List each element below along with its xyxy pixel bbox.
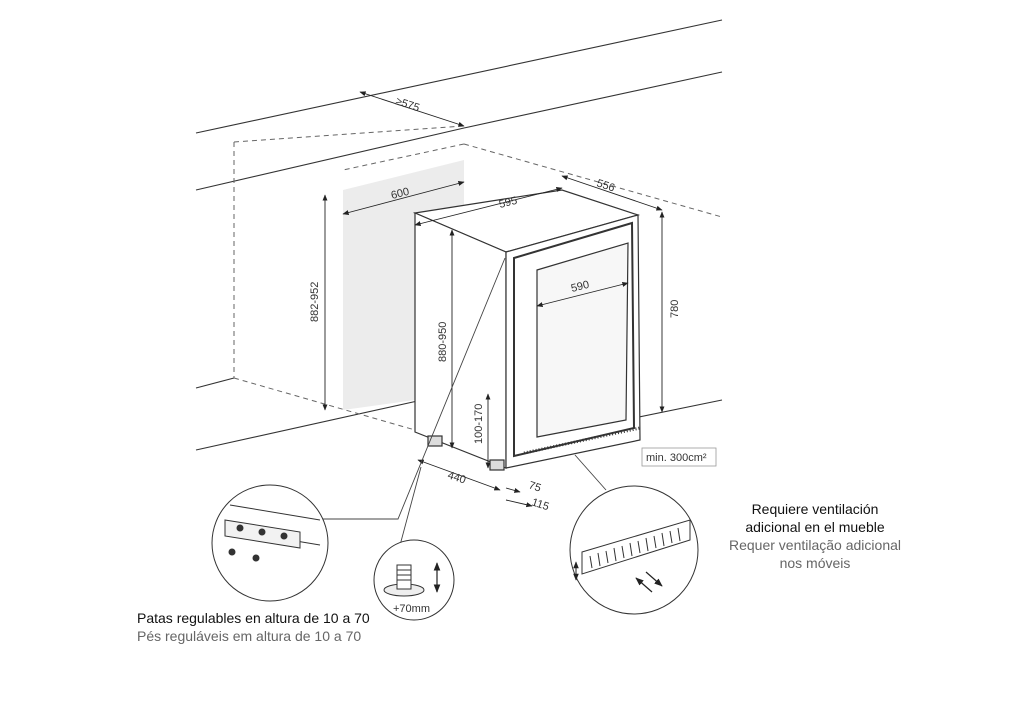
dim-plinth-height: 100-170 (473, 404, 485, 444)
dim-unit-depth: 556 (595, 177, 616, 194)
dim-niche-height: 882-952 (309, 282, 321, 322)
dim-glass-width: 590 (570, 279, 591, 295)
ventilation-callout: min. 300cm² (646, 452, 707, 464)
leg-extension-label: +70mm (393, 603, 430, 615)
ventilation-note: Requiere ventilación adicional en el mue… (720, 500, 910, 572)
dim-bottom-75: 75 (527, 479, 542, 494)
detail-ventilation-grille (569, 485, 699, 615)
dimension-lines (322, 91, 665, 508)
dim-plinth-depth: 440 (446, 469, 467, 486)
dim-unit-height: 780 (669, 300, 681, 318)
ventilation-note-es-line2: adicional en el mueble (745, 519, 885, 535)
niche-outline (233, 125, 723, 433)
legs-note-es: Patas regulables en altura de 10 a 70 (137, 610, 370, 626)
dim-unit-width: 595 (498, 195, 519, 211)
detail-adjustable-leg (373, 539, 455, 621)
ventilation-callout-box (641, 447, 717, 467)
legs-note-pt: Pés reguláveis em altura de 10 a 70 (137, 628, 362, 644)
detail-mounting-bracket (211, 484, 329, 602)
dim-bottom-115: 115 (530, 496, 550, 513)
dim-height-with-legs: 880-950 (437, 322, 449, 362)
ventilation-note-es-line1: Requiere ventilación (751, 501, 879, 517)
dim-niche-depth: ≥575 (394, 95, 421, 114)
dim-niche-width: 600 (390, 186, 411, 202)
ventilation-note-pt-line2: nos móveis (779, 555, 851, 571)
legs-note: Patas regulables en altura de 10 a 70 Pé… (137, 609, 370, 645)
ventilation-note-pt-line1: Requer ventilação adicional (729, 537, 901, 553)
